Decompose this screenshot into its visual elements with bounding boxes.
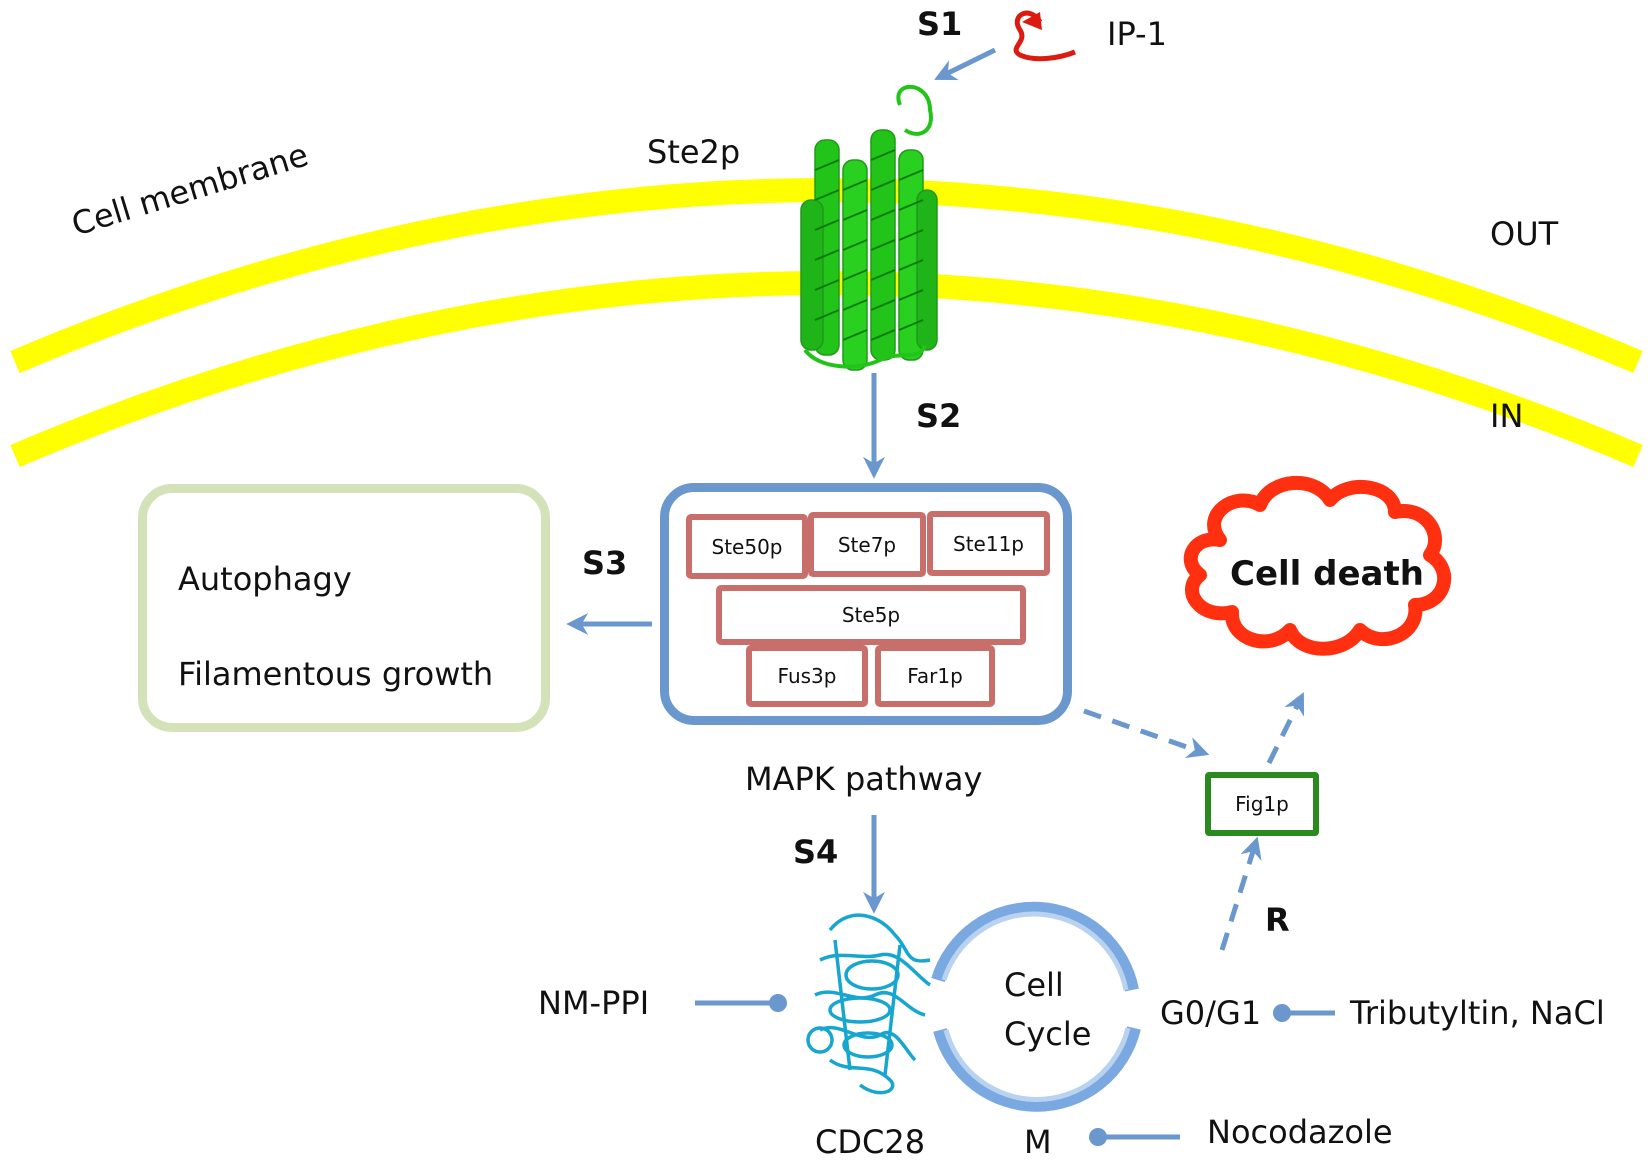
inhibitor-tributyltin [1273, 1004, 1335, 1022]
outcome-box [138, 484, 550, 732]
protein-ste11p: Ste11p [927, 511, 1050, 576]
inhibitor-nm-ppi [695, 994, 787, 1012]
label-ste2p: Ste2p [647, 133, 741, 171]
step-s4: S4 [793, 833, 839, 871]
outcome-filamentous-growth: Filamentous growth [178, 655, 494, 693]
cdc28-protein [806, 913, 932, 1095]
protein-ste5p: Ste5p [716, 585, 1026, 645]
protein-fus3p: Fus3p [746, 645, 868, 707]
label-in: IN [1490, 397, 1524, 435]
label-nm-ppi: NM-PPI [538, 984, 650, 1022]
label-out: OUT [1490, 215, 1559, 253]
arrow-r [1219, 836, 1262, 951]
ste2p-protein [800, 84, 938, 371]
cell-cycle-ring-inner [941, 911, 1131, 1102]
protein-ste7p: Ste7p [808, 512, 926, 577]
cell-cycle-ring [931, 901, 1141, 1112]
inhibitor-nocodazole [1089, 1128, 1180, 1146]
label-tributyltin-nacl: Tributyltin, NaCl [1350, 994, 1605, 1032]
step-s3: S3 [582, 544, 628, 582]
protein-ste50p: Ste50p [686, 514, 808, 579]
arrow-mapk-fig1p [1083, 708, 1210, 759]
step-s2: S2 [916, 397, 962, 435]
arrow-s1 [934, 47, 997, 81]
step-r: R [1265, 901, 1290, 939]
label-g0g1: G0/G1 [1160, 994, 1262, 1032]
ip1-peptide [1013, 10, 1076, 62]
label-cell-death: Cell death [1230, 554, 1424, 594]
arrow-fig1p-death [1266, 692, 1305, 765]
label-nocodazole: Nocodazole [1207, 1113, 1393, 1151]
fig1p-box: Fig1p [1205, 772, 1319, 836]
cell-death-cloud [1183, 475, 1452, 656]
outcome-autophagy: Autophagy [178, 560, 352, 598]
label-cell: Cell [1004, 966, 1064, 1004]
label-ip1: IP-1 [1107, 15, 1167, 53]
label-m: M [1024, 1123, 1052, 1161]
protein-far1p: Far1p [875, 645, 995, 707]
label-mapk-pathway: MAPK pathway [745, 760, 983, 798]
label-cycle: Cycle [1004, 1015, 1092, 1053]
label-cdc28: CDC28 [815, 1123, 926, 1161]
step-s1: S1 [917, 5, 963, 43]
